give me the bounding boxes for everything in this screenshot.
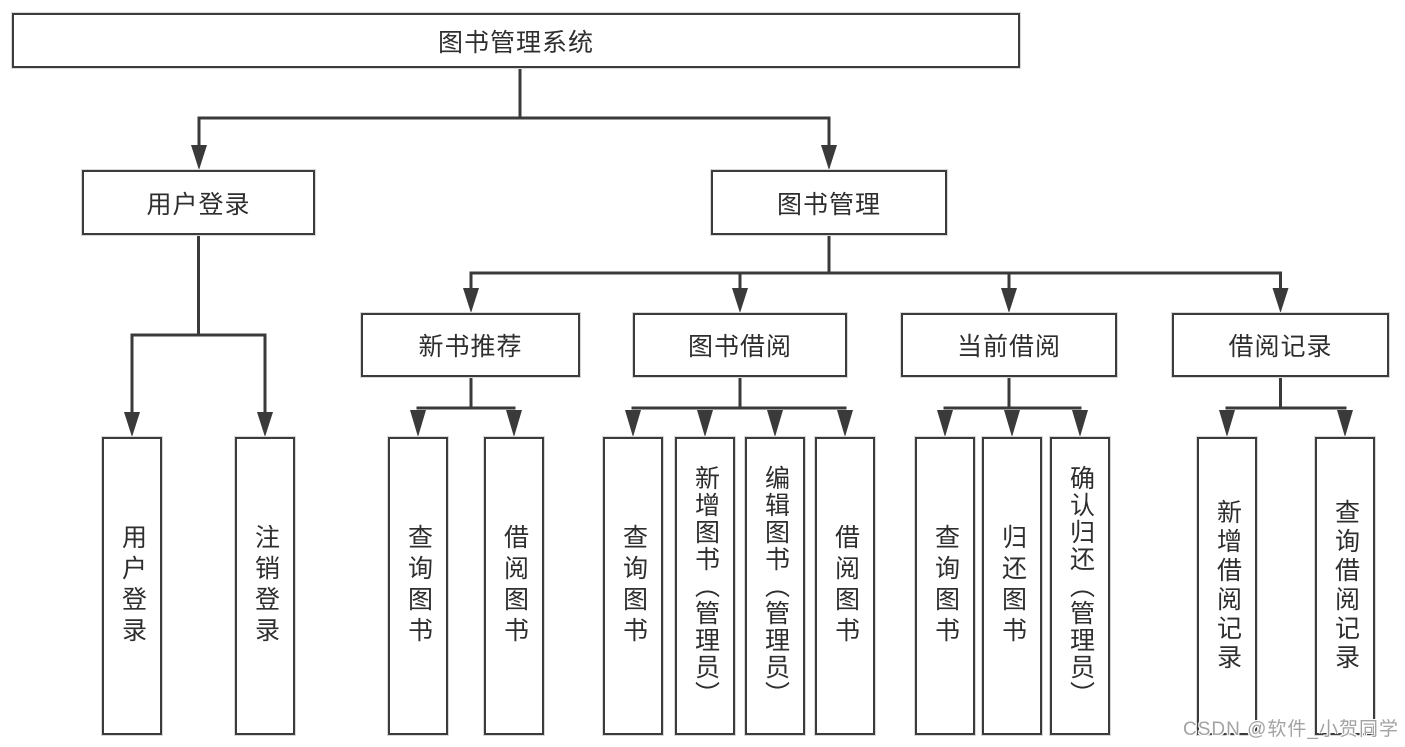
leaf-cb-return-book-label: 归还图书 xyxy=(998,524,1027,648)
leaf-br-add-record-label: 新增借阅记录 xyxy=(1213,499,1242,673)
node-borrowing-records-label: 借阅记录 xyxy=(1228,333,1333,361)
leaf-rec-borrow-book-label: 借阅图书 xyxy=(500,524,529,648)
leaf-rec-query-book-label: 查询图书 xyxy=(404,524,433,648)
node-user-login: 用户登录 xyxy=(82,170,315,235)
leaf-cb-confirm-return-admin-label: 确认归还（管理员） xyxy=(1066,464,1095,708)
node-root-system: 图书管理系统 xyxy=(12,13,1020,68)
node-book-borrowing-label: 图书借阅 xyxy=(687,333,792,361)
node-book-borrowing: 图书借阅 xyxy=(633,313,847,377)
leaf-bb-add-book-admin: 新增图书（管理员） xyxy=(675,437,735,735)
leaf-cb-confirm-return-admin: 确认归还（管理员） xyxy=(1050,437,1110,735)
node-borrowing-records: 借阅记录 xyxy=(1172,313,1389,377)
node-current-borrowing: 当前借阅 xyxy=(901,313,1117,377)
leaf-bb-add-book-admin-label: 新增图书（管理员） xyxy=(691,464,720,708)
node-new-book-recommendation: 新书推荐 xyxy=(361,313,580,377)
leaf-cb-query-book: 查询图书 xyxy=(915,437,975,735)
leaf-bb-query-book: 查询图书 xyxy=(603,437,663,735)
leaf-bb-borrow-book-label: 借阅图书 xyxy=(831,524,860,648)
node-user-login-label: 用户登录 xyxy=(146,190,251,219)
node-book-management-label: 图书管理 xyxy=(776,190,881,219)
leaf-bb-query-book-label: 查询图书 xyxy=(619,524,648,648)
leaf-user-login: 用户登录 xyxy=(102,437,162,735)
leaf-user-login-label: 用户登录 xyxy=(118,524,147,648)
csdn-watermark: CSDN @软件_小贺同学 xyxy=(1183,719,1399,740)
leaf-br-query-record-label: 查询借阅记录 xyxy=(1331,499,1360,673)
leaf-br-add-record: 新增借阅记录 xyxy=(1197,437,1257,735)
leaf-logout-label: 注销登录 xyxy=(251,524,280,648)
leaf-rec-query-book: 查询图书 xyxy=(388,437,448,735)
leaf-cb-query-book-label: 查询图书 xyxy=(931,524,960,648)
leaf-rec-borrow-book: 借阅图书 xyxy=(484,437,544,735)
node-root-label: 图书管理系统 xyxy=(437,28,594,57)
leaf-bb-borrow-book: 借阅图书 xyxy=(815,437,875,735)
leaf-cb-return-book: 归还图书 xyxy=(982,437,1042,735)
node-new-book-recommendation-label: 新书推荐 xyxy=(418,333,523,361)
node-current-borrowing-label: 当前借阅 xyxy=(956,333,1061,361)
node-book-management: 图书管理 xyxy=(711,170,947,235)
leaf-br-query-record: 查询借阅记录 xyxy=(1315,437,1375,735)
leaf-bb-edit-book-admin-label: 编辑图书（管理员） xyxy=(761,464,790,708)
leaf-bb-edit-book-admin: 编辑图书（管理员） xyxy=(745,437,805,735)
leaf-logout: 注销登录 xyxy=(235,437,295,735)
